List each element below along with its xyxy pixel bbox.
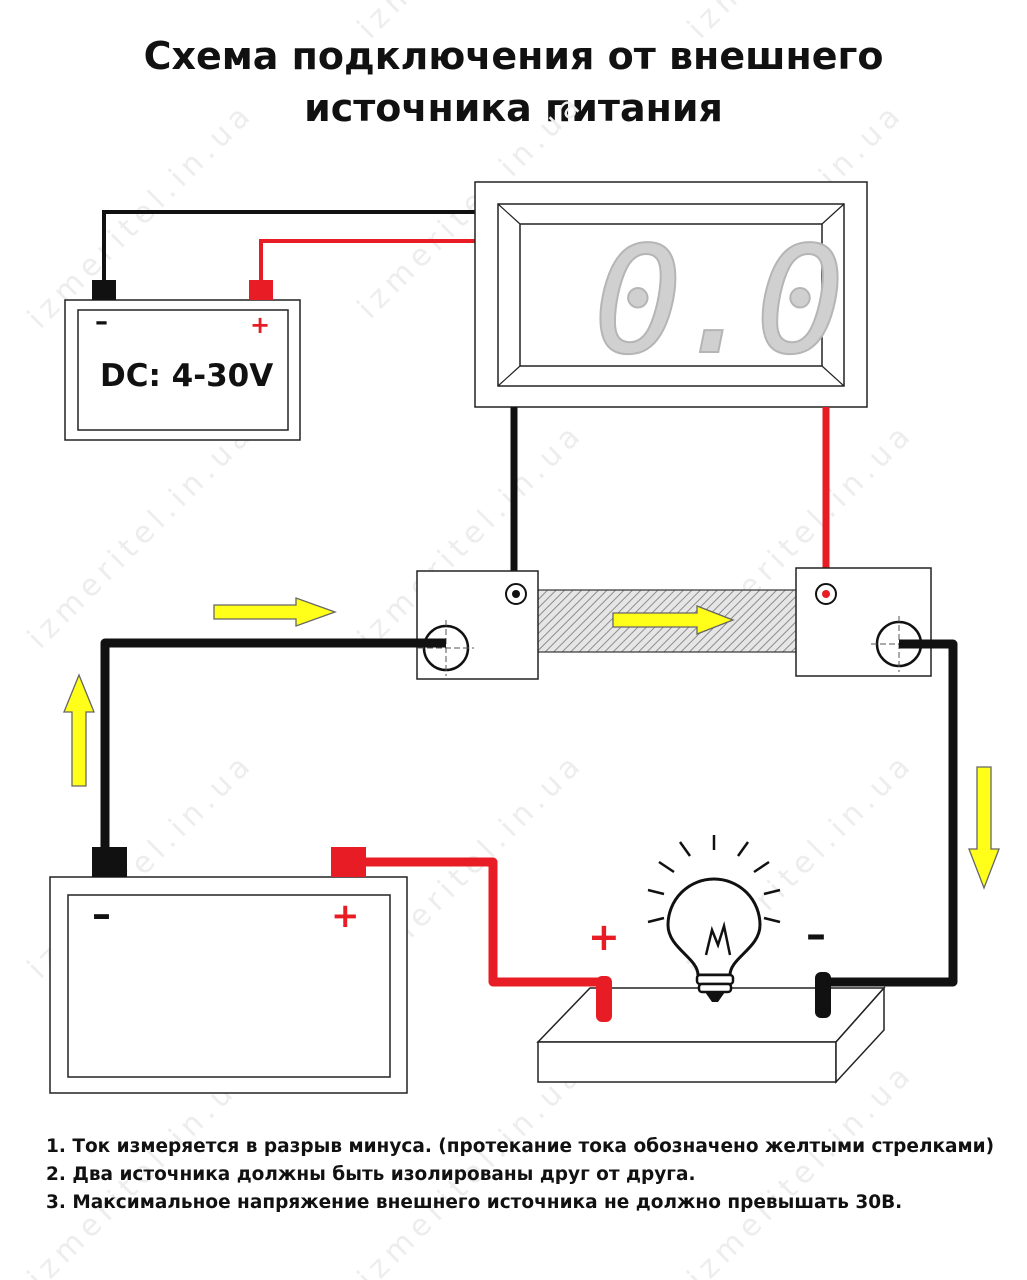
panel-meter: 0.0: [474, 181, 868, 408]
supply-minus-terminal: [92, 280, 116, 300]
supply-inner-box: [77, 309, 289, 431]
meter-display-value: 0.0: [593, 215, 838, 387]
note-item: 3. Максимальное напряжение внешнего исто…: [46, 1192, 903, 1213]
lamp-assembly: + –: [536, 835, 886, 1084]
supply-plus-terminal: [249, 280, 273, 300]
shunt-to-lamp-minus-wire: [822, 639, 958, 987]
battery-minus-to-shunt-wire: [100, 638, 446, 850]
notes-list: 1. Ток измеряется в разрыв минуса. (прот…: [46, 1133, 1006, 1217]
lamp-base-side: [835, 986, 885, 1084]
supply-minus-label: –: [95, 307, 108, 337]
meter-window: [519, 223, 823, 367]
lamp-plus-label: +: [588, 915, 620, 959]
battery-plus-to-lamp-wire: [364, 857, 600, 987]
supply-plus-label: +: [250, 311, 270, 339]
current-arrow-left-up: [63, 673, 95, 787]
battery: – +: [49, 847, 408, 1094]
lamp-plus-terminal: [596, 976, 612, 1022]
supply-black-wire: [102, 210, 475, 280]
watermark-text: izmeritel.in.ua: [681, 0, 921, 46]
battery-minus-label: –: [92, 892, 111, 936]
supply-voltage-label: DC: 4-30V: [100, 358, 273, 394]
lightbulb-icon: [647, 835, 781, 1002]
lamp-minus-label: –: [806, 912, 826, 958]
note-item: 2. Два источника должны быть изолированы…: [46, 1164, 696, 1185]
watermark-text: izmeritel.in.ua: [351, 0, 591, 46]
battery-minus-terminal: [92, 847, 127, 877]
current-arrow-right-down: [968, 766, 1000, 890]
battery-plus-terminal: [331, 847, 366, 877]
supply-red-wire: [259, 239, 475, 280]
external-supply: – + DC: 4-30V: [64, 280, 301, 441]
current-arrow-in-shunt: [612, 605, 735, 635]
lamp-base-front: [537, 1041, 837, 1083]
note-item: 1. Ток измеряется в разрыв минуса. (прот…: [46, 1136, 995, 1157]
battery-plus-label: +: [331, 896, 360, 936]
current-arrow-top-left: [213, 597, 337, 627]
diagram-title: Схема подключения от внешнего источника …: [0, 30, 1027, 134]
lamp-minus-terminal: [815, 972, 831, 1018]
title-line-2: источника питания: [304, 86, 723, 130]
battery-inner-box: [67, 894, 391, 1078]
title-line-1: Схема подключения от внешнего: [143, 34, 884, 78]
